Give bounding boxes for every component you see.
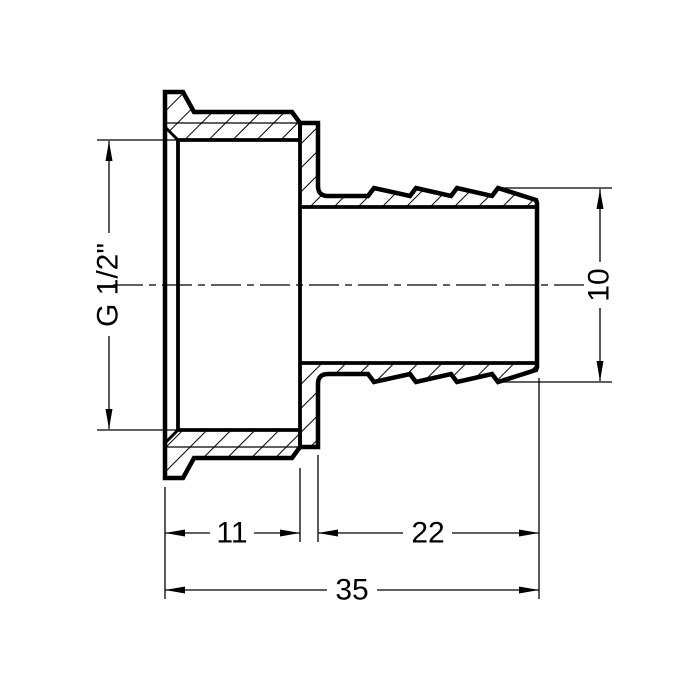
arrowhead-up-icon	[105, 141, 113, 161]
part-outline	[162, 89, 540, 481]
dim-label-thread-size: G 1/2"	[92, 243, 125, 327]
hatch-flange-top	[165, 92, 300, 140]
arrowhead-down-icon	[596, 361, 604, 381]
outer-profile	[162, 89, 540, 481]
arrowhead-left-icon	[165, 529, 185, 537]
dim-label-thread-length: 11	[216, 517, 247, 550]
dim-thread-length	[164, 468, 301, 599]
arrowhead-left-icon	[165, 586, 185, 594]
arrowhead-left-icon	[318, 529, 338, 537]
bore-chamfer-top	[163, 125, 180, 142]
arrowhead-right-icon	[519, 586, 539, 594]
dim-overall-length	[165, 586, 539, 594]
arrowhead-down-icon	[105, 409, 113, 429]
dim-barb-length	[317, 378, 540, 599]
arrowhead-up-icon	[596, 189, 604, 209]
dim-label-barb-length: 22	[411, 517, 444, 550]
dim-thread-size	[97, 139, 176, 431]
hatch-flange-bottom	[165, 430, 300, 478]
dim-label-barb-diameter: 10	[583, 268, 616, 301]
dim-barb-diameter	[502, 187, 612, 383]
bore-chamfer-bottom	[163, 428, 180, 445]
arrowhead-right-icon	[280, 529, 300, 537]
arrowhead-right-icon	[519, 529, 539, 537]
dim-label-overall-length: 35	[335, 574, 368, 607]
